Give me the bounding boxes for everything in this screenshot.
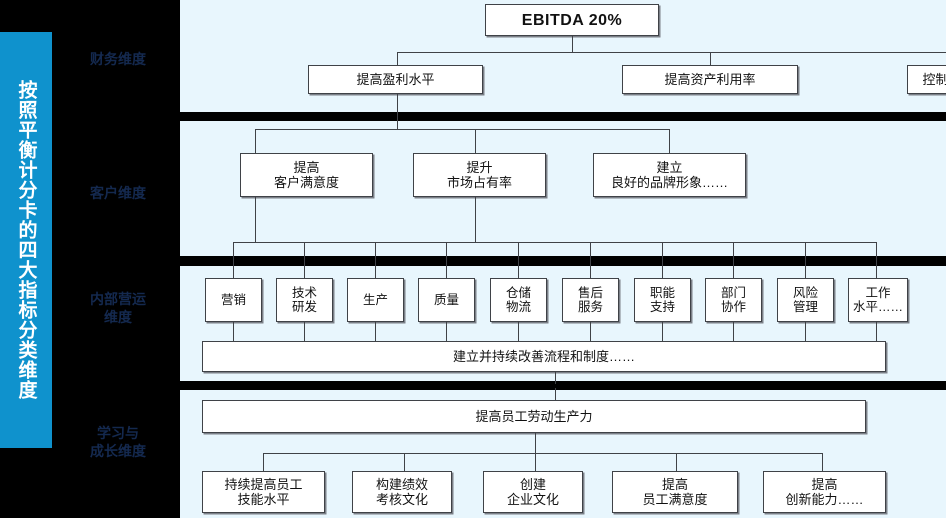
connector-customer-drop-0 [255, 129, 256, 153]
connector-learning-stem [535, 433, 536, 453]
node-internal-5[interactable]: 售后 服务 [562, 278, 619, 322]
section-divider-financial-customer [180, 112, 946, 121]
node-financial-0[interactable]: 提高盈利水平 [308, 65, 483, 94]
connector-customer1-down [475, 197, 476, 242]
connector-internal-stub-6 [662, 322, 663, 341]
node-internal-4[interactable]: 仓储 物流 [490, 278, 547, 322]
connector-internal-bus [233, 242, 876, 243]
node-learning-4[interactable]: 提高 创新能力…… [763, 471, 886, 513]
connector-internal-drop-1 [304, 242, 305, 278]
connector-internal-stub-3 [446, 322, 447, 341]
node-learning-3[interactable]: 提高 员工满意度 [612, 471, 738, 513]
connector-internal-stub-4 [518, 322, 519, 341]
connector-learning-drop-1 [404, 453, 405, 471]
connector-financial-drop-0 [397, 52, 398, 65]
node-root-ebitda[interactable]: EBITDA 20% [485, 4, 659, 36]
connector-customer-drop-2 [669, 129, 670, 153]
connector-internal-stub-5 [590, 322, 591, 341]
connector-internal-summary-down [555, 372, 556, 384]
node-internal-1[interactable]: 技术 研发 [276, 278, 333, 322]
connector-internal-drop-2 [375, 242, 376, 278]
vertical-title-banner: 按照平衡计分卡的四大指标分类维度 [0, 32, 52, 448]
node-internal-6[interactable]: 职能 支持 [634, 278, 691, 322]
node-learning-0[interactable]: 持续提高员工 技能水平 [202, 471, 325, 513]
connector-customer-bus [255, 129, 669, 130]
node-internal-9[interactable]: 工作 水平…… [848, 278, 908, 322]
node-financial-1[interactable]: 提高资产利用率 [622, 65, 798, 94]
connector-internal-drop-0 [233, 242, 234, 278]
connector-internal-stub-7 [733, 322, 734, 341]
connector-learning-drop-4 [822, 453, 823, 471]
connector-financial0-to-customer [397, 94, 398, 121]
node-internal-summary[interactable]: 建立并持续改善流程和制度…… [202, 341, 886, 372]
node-learning-summary[interactable]: 提高员工劳动生产力 [202, 400, 866, 433]
connector-internal-stub-1 [304, 322, 305, 341]
node-internal-7[interactable]: 部门 协作 [705, 278, 762, 322]
connector-internal-summary-down-b [555, 388, 556, 400]
dimension-label-financial: 财务维度 [90, 51, 146, 67]
connector-internal-drop-9 [876, 242, 877, 278]
connector-internal-drop-4 [518, 242, 519, 278]
connector-learning-drop-0 [263, 453, 264, 471]
connector-internal-stub-2 [375, 322, 376, 341]
connector-learning-drop-3 [676, 453, 677, 471]
connector-internal-stub-9 [876, 322, 877, 341]
left-gutter: 按照平衡计分卡的四大指标分类维度 财务维度 客户维度 内部营运 维度 学习与 成… [0, 0, 180, 518]
diagram-canvas: EBITDA 20% 提高盈利水平 提高资产利用率 控制合理的财务结构…… 提高… [180, 0, 946, 518]
node-internal-0[interactable]: 营销 [205, 278, 262, 322]
node-customer-1[interactable]: 提升 市场占有率 [413, 153, 546, 197]
node-financial-2[interactable]: 控制合理的财务结构…… [907, 65, 946, 94]
connector-internal-drop-5 [590, 242, 591, 278]
connector-internal-drop-8 [805, 242, 806, 278]
connector-customer-drop-1 [475, 129, 476, 153]
connector-learning-bus [263, 453, 822, 454]
dimension-label-customer: 客户维度 [90, 185, 146, 201]
node-customer-0[interactable]: 提高 客户满意度 [240, 153, 373, 197]
node-internal-2[interactable]: 生产 [347, 278, 404, 322]
node-learning-2[interactable]: 创建 企业文化 [483, 471, 583, 513]
section-divider-internal-learning [180, 381, 946, 390]
connector-internal-drop-3 [446, 242, 447, 278]
connector-internal-drop-7 [733, 242, 734, 278]
connector-customer0-down [255, 197, 256, 242]
dimension-label-internal: 内部营运 维度 [90, 291, 146, 325]
dimension-label-learning: 学习与 成长维度 [90, 425, 146, 459]
connector-financial-bus [397, 52, 946, 53]
connector-learning-drop-2 [535, 453, 536, 471]
connector-financial0-to-customer-b [397, 121, 398, 129]
connector-root-stem [572, 36, 573, 52]
node-internal-3[interactable]: 质量 [418, 278, 475, 322]
connector-financial-drop-1 [710, 52, 711, 65]
connector-internal-stub-0 [233, 322, 234, 341]
node-customer-2[interactable]: 建立 良好的品牌形象…… [593, 153, 746, 197]
connector-internal-drop-6 [662, 242, 663, 278]
node-learning-1[interactable]: 构建绩效 考核文化 [352, 471, 452, 513]
section-divider-customer-internal [180, 256, 946, 266]
connector-internal-stub-8 [805, 322, 806, 341]
node-internal-8[interactable]: 风险 管理 [777, 278, 834, 322]
